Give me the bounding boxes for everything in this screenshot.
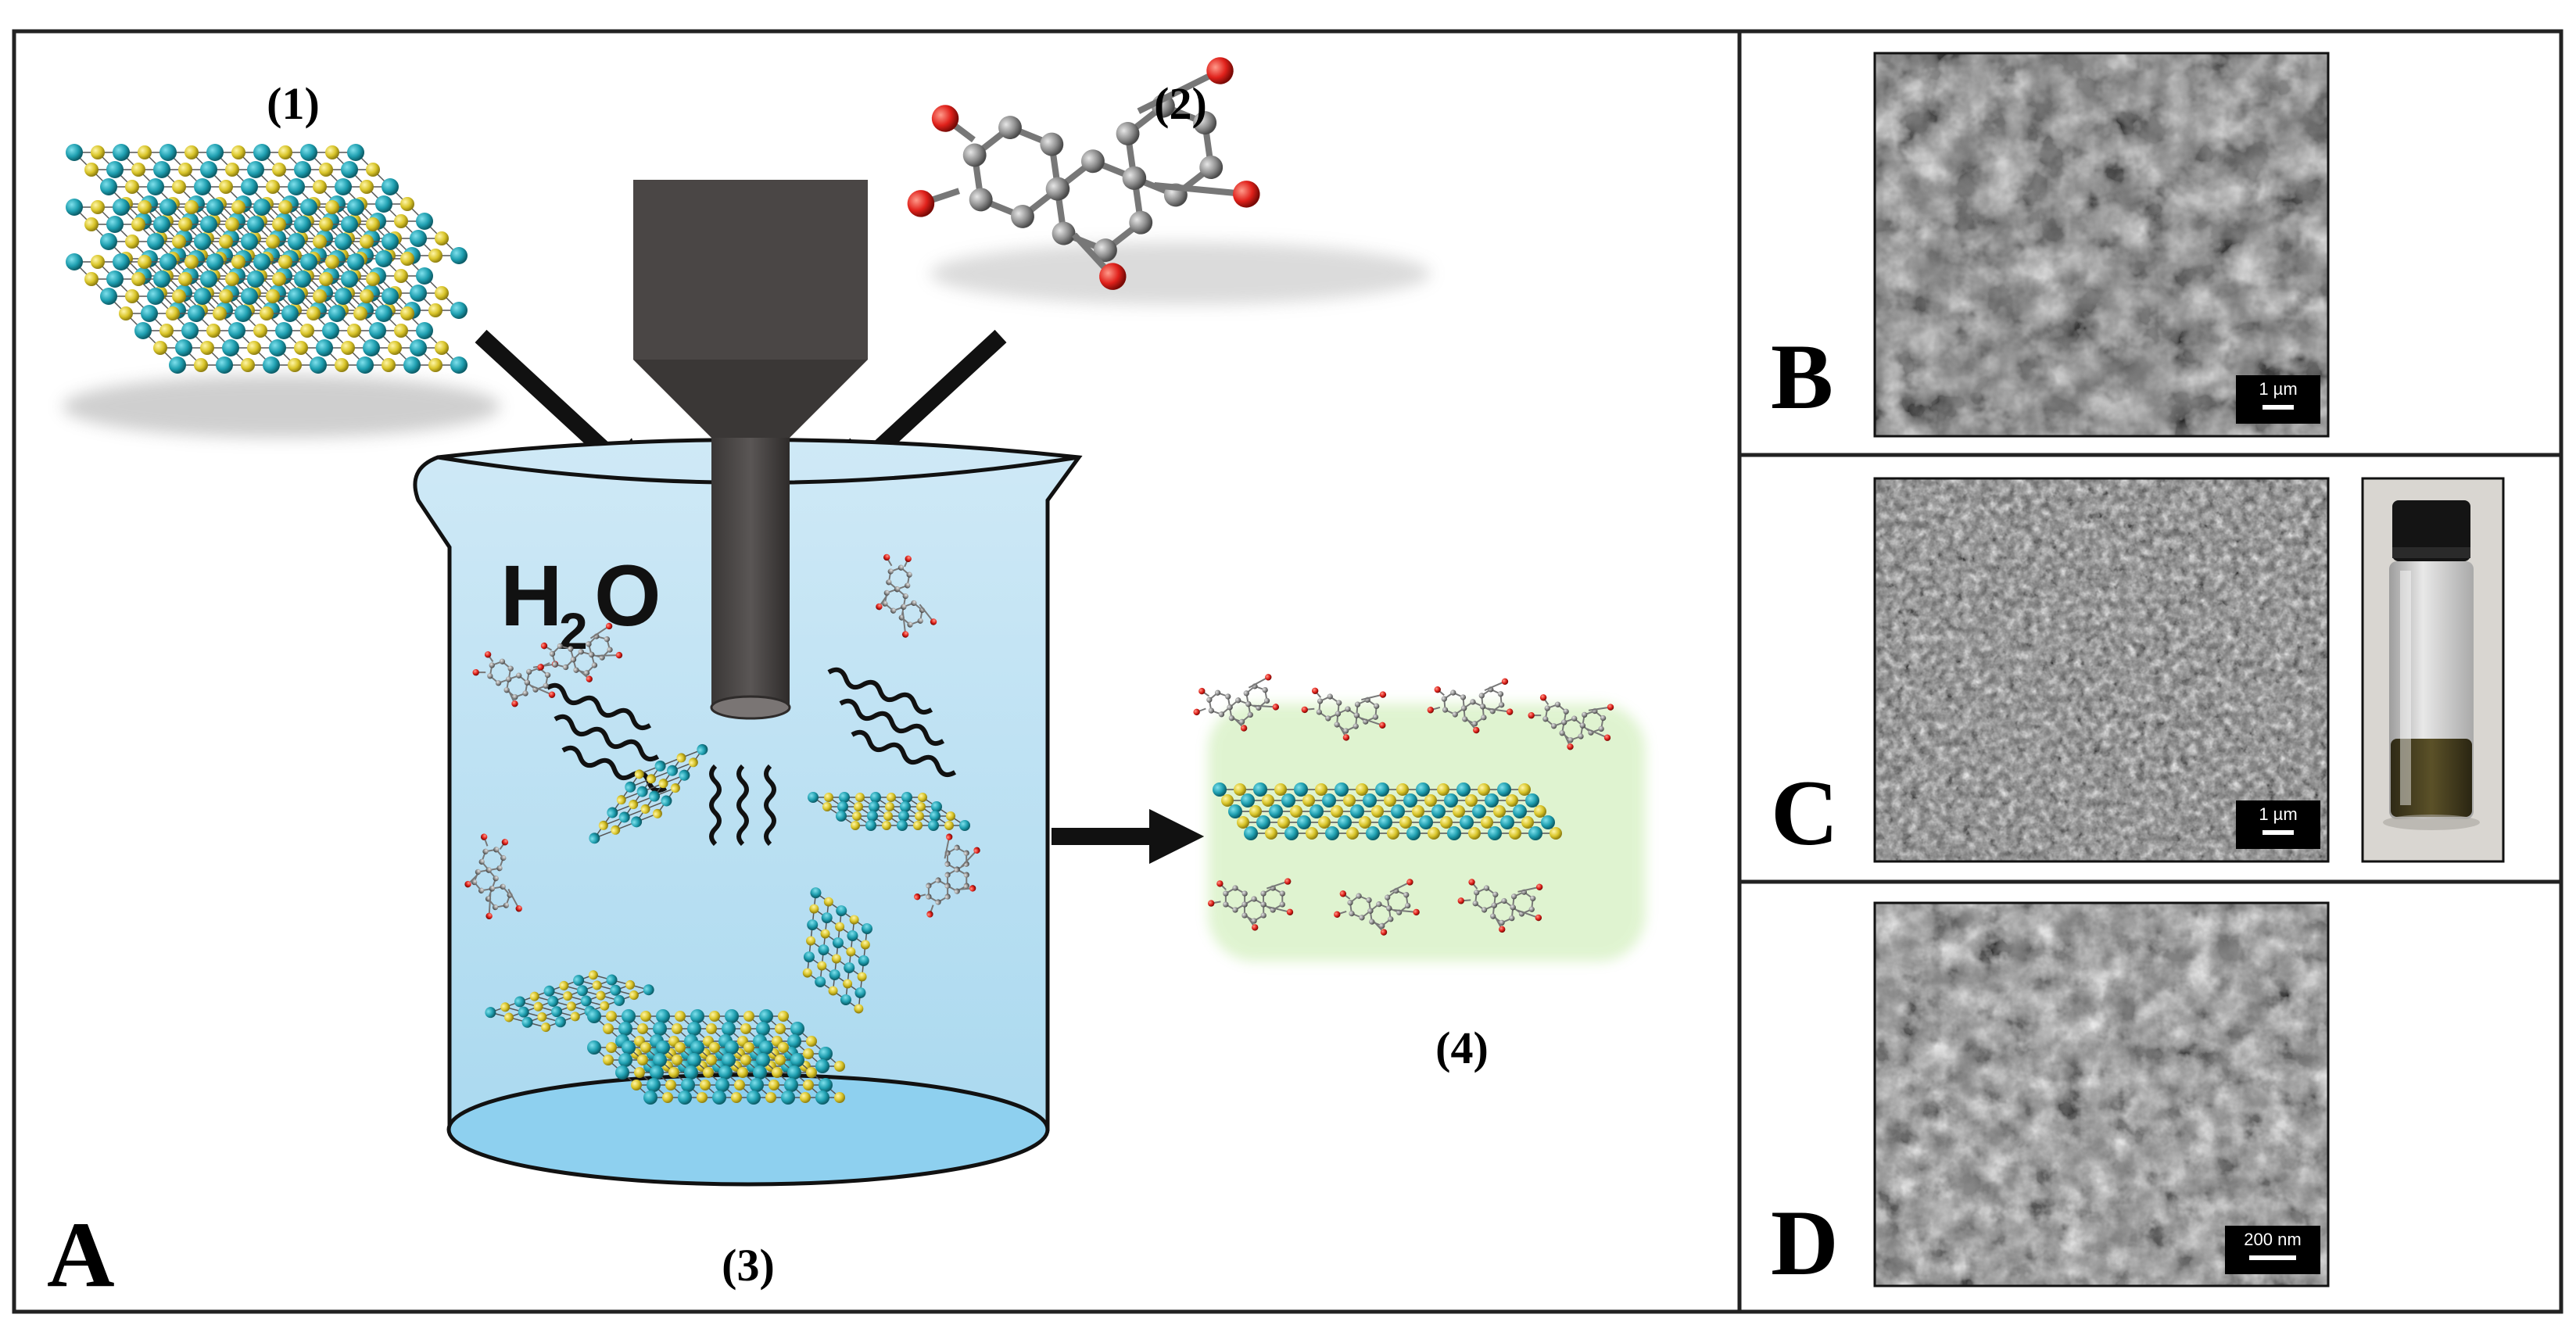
beaker-bottom [446,1073,1050,1187]
scalebar-c: 1 µm [2236,800,2320,849]
ultrasound-waves [546,667,957,847]
panel-c: 1 µm C [1771,477,2505,865]
panel-b: 1 µm B [1771,52,2330,438]
sem-image-b [1873,52,2330,438]
panel-d: 200 nm D [1771,901,2330,1295]
panel-b-letter: B [1771,324,1833,428]
panel-a-letter: A [47,1202,115,1306]
flavonoid-molecule-icon [907,57,1431,305]
scalebar-c-label: 1 µm [2259,804,2297,824]
mos2-bulk-crystal-icon [63,144,500,438]
scalebar-d-label: 200 nm [2244,1230,2301,1249]
solvent-h: H [500,548,562,644]
panel-a: (1) (2) H 2 O [47,57,1646,1306]
panel-c-letter: C [1771,761,1839,865]
scalebar-b-label: 1 µm [2259,379,2297,399]
scalebar-d: 200 nm [2225,1226,2320,1274]
ultrasonic-probe-icon [633,180,868,720]
scalebar-b: 1 µm [2236,375,2320,424]
exfoliated-sheets [485,743,970,1105]
figure-frame [12,29,2563,1314]
step-4-label: (4) [1435,1022,1489,1073]
dispersed-molecules [464,553,980,920]
solvent-label: H 2 O [500,548,661,660]
step-2-label: (2) [1154,78,1207,129]
sem-image-d [1873,901,2330,1287]
step-1-label: (1) [267,78,320,129]
functionalized-sheet [1193,674,1646,962]
dispersion-vial-icon [2361,477,2505,863]
sem-image-c [1873,477,2330,863]
panel-d-letter: D [1771,1191,1839,1295]
step-3-label: (3) [722,1240,775,1291]
